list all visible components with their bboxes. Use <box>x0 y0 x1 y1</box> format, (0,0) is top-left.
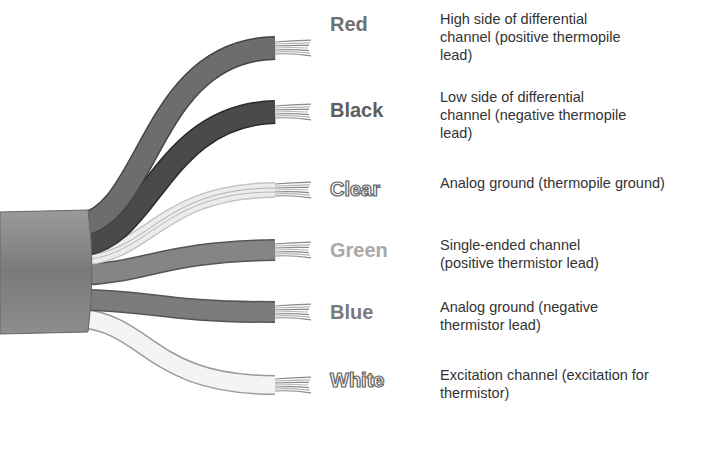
conductor-strand <box>275 384 308 386</box>
conductor-strand <box>275 118 311 120</box>
conductor-strand <box>275 107 310 108</box>
blue-wire <box>80 300 275 312</box>
conductor-strand <box>275 116 310 118</box>
wire-function: Single-ended channel (positive thermisto… <box>440 236 635 272</box>
conductor-strand <box>275 304 311 306</box>
stripped-conductors <box>275 40 311 393</box>
conductor-strand <box>275 45 309 47</box>
conductor-strand <box>275 386 309 388</box>
conductor-strand <box>275 256 311 258</box>
conductor-strand <box>275 52 310 54</box>
wire-function: Analog ground (thermopile ground) <box>440 174 704 192</box>
conductor-strand <box>275 247 309 249</box>
conductor-strand <box>275 113 309 115</box>
conductor-strand <box>275 309 309 311</box>
conductor-strand <box>275 382 309 384</box>
red-wire <box>80 48 275 225</box>
conductor-strand <box>275 43 310 44</box>
wire-color-name: Green <box>330 238 388 262</box>
conductor-strand <box>275 187 309 189</box>
conductor-strand <box>275 245 310 246</box>
conductor-strand <box>275 47 308 49</box>
wire-function: Low side of differential channel (negati… <box>440 88 635 142</box>
conductor-strand <box>275 191 309 193</box>
cable-jacket <box>0 210 92 334</box>
wire-function: Excitation channel (excitation for therm… <box>440 366 665 402</box>
wire-function: Analog ground (negative thermistor lead) <box>440 298 665 334</box>
conductor-strand <box>275 313 309 315</box>
conductor-strand <box>275 311 308 313</box>
conductor-strand <box>275 318 311 320</box>
conductor-strand <box>275 104 311 106</box>
wire-color-name: Black <box>330 98 383 122</box>
conductor-strand <box>275 389 310 391</box>
conductor-strand <box>275 377 311 379</box>
wire-color-name: Red <box>330 12 368 36</box>
conductor-strand <box>275 391 311 393</box>
conductor-strand <box>275 111 308 113</box>
conductor-strand <box>275 316 310 318</box>
conductor-strand <box>275 380 310 381</box>
conductor-strand <box>275 307 310 308</box>
conductor-strand <box>275 251 309 253</box>
conductor-strand <box>275 249 308 251</box>
conductor-strand <box>275 49 309 51</box>
conductor-strand <box>275 185 310 186</box>
conductor-strand <box>275 194 310 196</box>
conductor-strand <box>275 242 311 244</box>
conductor-strand <box>275 40 311 42</box>
conductor-strand <box>275 189 308 191</box>
wire-function: High side of differential channel (posit… <box>440 10 635 64</box>
wire-color-name: White <box>330 368 384 392</box>
conductor-strand <box>275 196 311 198</box>
conductor-strand <box>275 254 310 256</box>
conductor-strand <box>275 54 311 56</box>
wire-color-name: Blue <box>330 300 373 324</box>
wire-color-name: Clear <box>330 177 380 201</box>
conductor-strand <box>275 109 309 111</box>
white-wire <box>80 318 275 385</box>
conductor-strand <box>275 182 311 184</box>
